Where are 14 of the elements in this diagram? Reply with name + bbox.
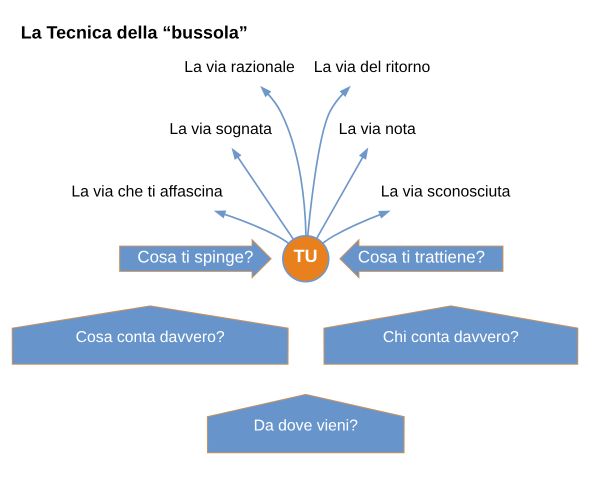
arrow [322,210,391,244]
arrow [316,147,368,239]
diagram-title: La Tecnica della “bussola” [20,22,248,43]
node-text: La via che ti affascina [71,183,223,200]
node-text: La via del ritorno [314,59,430,76]
arrow [260,86,307,236]
arrow [306,86,351,236]
node-text: La via sognata [169,121,272,138]
node-text: La via nota [338,121,416,138]
arrow [232,148,294,240]
node-circle: TU [282,235,330,282]
node-text: La via sconosciuta [380,183,510,200]
node-text: La via razionale [184,59,295,76]
arrow [214,210,289,244]
